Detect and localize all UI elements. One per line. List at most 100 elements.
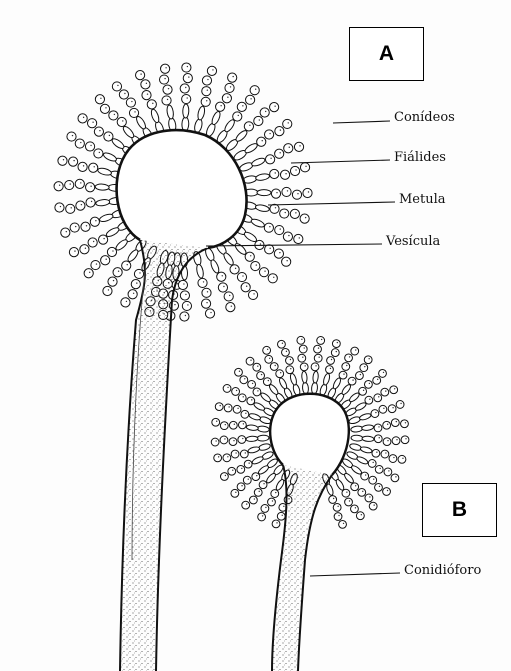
head-b-conidium-dot <box>283 506 284 507</box>
head-b-conidium <box>243 476 251 484</box>
head-b-conidium-dot <box>244 378 245 379</box>
head-a-conidium-dot <box>207 79 208 80</box>
head-b-conidium <box>259 481 267 489</box>
head-b-conidium <box>257 372 265 380</box>
head-a-conidium-dot <box>92 122 93 123</box>
head-b-conidium <box>391 474 399 482</box>
head-a-conidium-dot <box>253 293 254 294</box>
head-a-conidium-dot <box>90 145 91 146</box>
head-a-conidium <box>280 209 289 218</box>
head-b-conidium-dot <box>236 390 237 391</box>
head-b-conidium <box>258 513 266 521</box>
head-a-conidium <box>300 214 309 223</box>
head-b-conidium-dot <box>262 515 263 516</box>
head-a-conidium-dot <box>183 283 184 284</box>
head-b-conidium-dot <box>232 470 233 471</box>
head-a-conidium-dot <box>94 166 95 167</box>
head-a-conidium <box>99 235 108 244</box>
head-b-conidium-dot <box>375 412 376 413</box>
head-a-conidium <box>294 234 303 243</box>
head-b-conidium <box>286 366 294 374</box>
head-a-conidium <box>282 257 291 266</box>
head-b-conidium <box>282 348 290 356</box>
head-a-conidium <box>198 278 207 287</box>
head-b-conidium <box>277 512 285 520</box>
head-b-conidium-dot <box>402 458 403 459</box>
head-b-conidium-dot <box>387 490 388 491</box>
head-a-conidium-dot <box>118 271 119 272</box>
head-a-phialide <box>210 110 221 125</box>
head-b-phialide <box>251 455 264 465</box>
head-a-conidium-dot <box>275 207 276 208</box>
head-a-phialide <box>251 157 266 168</box>
head-a-conidium-dot <box>105 107 106 108</box>
head-a-conidium <box>225 83 234 92</box>
head-b-conidium-dot <box>343 373 344 374</box>
head-a-phialide <box>126 248 139 263</box>
label-conidia: Conídeos <box>394 110 455 125</box>
leader-line-conidiophore <box>310 573 400 576</box>
head-a-conidium-dot <box>90 186 91 187</box>
head-b-conidium <box>375 483 383 491</box>
head-a-conidium <box>202 288 211 297</box>
head-b-conidium-dot <box>237 408 238 409</box>
head-a-conidium <box>86 183 95 192</box>
head-a-conidium <box>183 73 192 82</box>
head-b-phialide <box>322 373 330 386</box>
head-b-conidium <box>364 380 372 388</box>
head-a-conidium <box>264 223 273 232</box>
head-b-conidium <box>270 363 278 371</box>
head-a-conidium <box>126 98 135 107</box>
head-b-conidium-dot <box>269 358 270 359</box>
head-b-conidium-dot <box>286 351 287 352</box>
head-a-conidium <box>233 112 242 121</box>
head-b-conidium-dot <box>256 475 257 476</box>
head-a-conidium-dot <box>287 190 288 191</box>
head-a-conidium <box>103 286 112 295</box>
head-a-conidium-dot <box>131 101 132 102</box>
head-b-conidium <box>215 403 223 411</box>
head-a-conidium <box>112 82 121 91</box>
head-a-conidium <box>300 163 309 172</box>
head-b-conidium-dot <box>216 421 217 422</box>
head-b-conidium <box>381 450 389 458</box>
head-b-conidium <box>272 520 280 528</box>
head-b-conidium <box>379 370 387 378</box>
head-a-phialide <box>95 184 109 191</box>
head-a-conidium <box>84 269 93 278</box>
head-b-conidium <box>214 454 222 462</box>
label-metula: Metula <box>399 192 446 207</box>
head-a-conidium-dot <box>86 225 87 226</box>
head-a-conidium <box>207 66 216 75</box>
head-a-conidium <box>271 189 280 198</box>
head-a-conidium <box>265 155 274 164</box>
head-a-conidium <box>180 312 189 321</box>
head-a-conidium <box>180 291 189 300</box>
head-b-conidium-dot <box>282 515 283 516</box>
head-a-phialide <box>244 142 259 155</box>
head-b-conidium-dot <box>365 474 366 475</box>
leader-line-metula <box>268 202 395 205</box>
head-b-conidium <box>253 388 261 396</box>
head-a-conidium-dot <box>127 264 128 265</box>
head-b-conidium <box>246 357 254 365</box>
head-b-conidium <box>238 421 246 429</box>
head-b-phialide <box>289 373 297 386</box>
head-a-conidium-dot <box>60 206 61 207</box>
head-a-conidium-dot <box>109 135 110 136</box>
head-b-conidium <box>398 455 406 463</box>
head-a-conidium <box>107 247 116 256</box>
head-b-conidium <box>371 410 379 418</box>
panel-label-b: B <box>422 483 497 537</box>
head-b-conidium-dot <box>234 424 235 425</box>
head-a-conidium <box>101 256 110 265</box>
head-b-conidium <box>381 388 389 396</box>
head-a-conidium <box>109 111 118 120</box>
head-b-conidium-dot <box>360 374 361 375</box>
head-a-conidium <box>290 166 299 175</box>
head-a-conidium-dot <box>222 275 223 276</box>
head-a-conidium <box>89 163 98 172</box>
head-b-metula <box>302 382 309 394</box>
head-b-conidium-dot <box>243 423 244 424</box>
head-a-phialide <box>196 264 205 279</box>
